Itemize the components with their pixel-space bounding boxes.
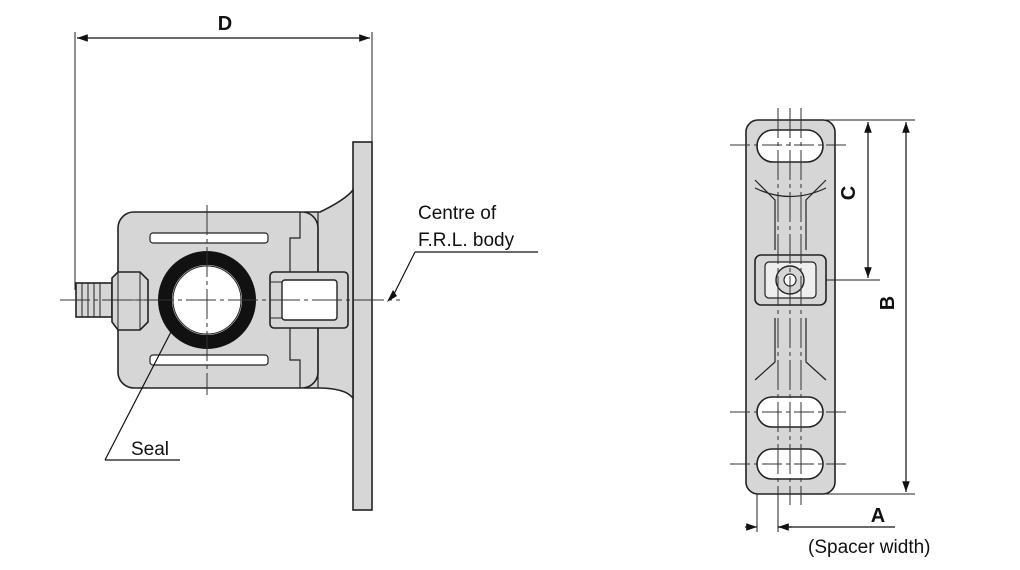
- dimension-c: C: [838, 122, 872, 278]
- side-view: D: [60, 13, 538, 511]
- dim-d-label: D: [218, 13, 232, 35]
- seal-label: Seal: [131, 439, 169, 460]
- spacer-width-label: (Spacer width): [808, 537, 931, 558]
- mounting-slots: [756, 129, 824, 480]
- dimension-d: D: [74, 13, 373, 290]
- threaded-fitting: [75, 271, 149, 331]
- dimension-a: A (Spacer width): [745, 505, 931, 558]
- dim-a-label: A: [871, 505, 885, 527]
- dim-b-label: B: [877, 296, 899, 310]
- centre-leader: [387, 251, 538, 302]
- bolt-block: [269, 271, 349, 329]
- dim-c-label: C: [838, 186, 860, 200]
- body-slots: [149, 232, 269, 366]
- centre-label-line2: F.R.L. body: [418, 230, 515, 251]
- seal-leader: [104, 325, 180, 461]
- front-view: C B A (Spacer width): [730, 108, 931, 558]
- mounting-plate: [352, 141, 373, 511]
- dimension-b: B: [877, 122, 910, 492]
- centre-label-line1: Centre of: [418, 203, 497, 224]
